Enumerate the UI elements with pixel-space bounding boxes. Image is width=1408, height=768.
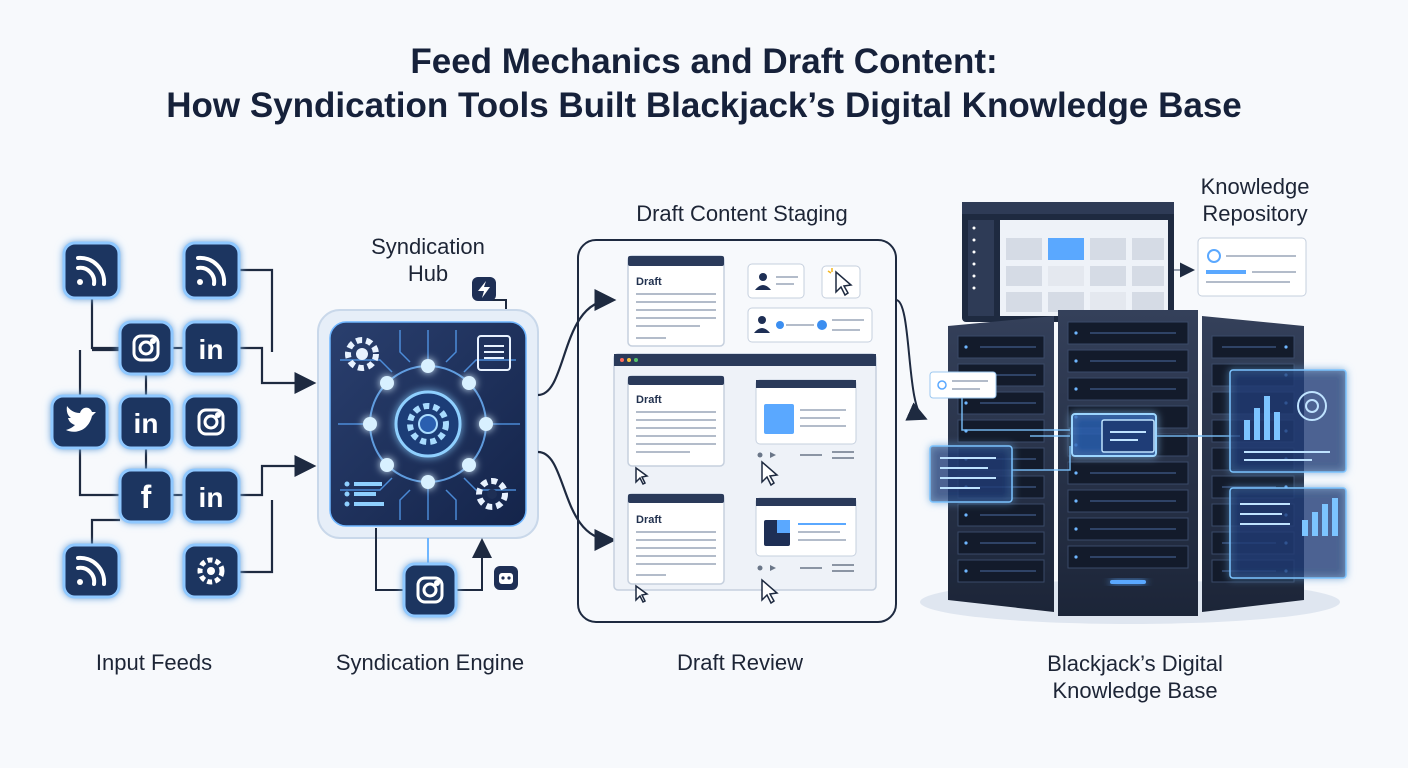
feed-linkedin-2[interactable]: in — [118, 394, 174, 450]
linkedin-icon: in — [199, 482, 224, 513]
gear-icon — [345, 337, 379, 371]
server-rack-center — [1058, 310, 1198, 616]
kb-holo-panel-center — [1071, 413, 1157, 457]
draft-to-kb-curve — [895, 299, 928, 421]
instagram-icon — [197, 408, 225, 436]
user-progress-card[interactable] — [747, 307, 873, 343]
preview-card-1[interactable] — [755, 379, 857, 445]
rss-icon — [196, 255, 227, 286]
rss-icon — [76, 555, 107, 586]
kb-dashboard-monitor[interactable] — [962, 202, 1174, 322]
cursor-icon — [635, 466, 649, 486]
bar-chart-icon — [1302, 498, 1338, 536]
user-icon — [754, 316, 770, 333]
twitter-icon — [66, 406, 96, 432]
draft-card-bottom-label: Draft — [636, 514, 662, 526]
instagram-icon — [416, 576, 444, 604]
kb-holo-panel-right-top — [1229, 369, 1347, 473]
review-cursors — [635, 460, 779, 605]
feed-rss-3[interactable] — [62, 543, 121, 599]
syndication-engine[interactable] — [317, 309, 539, 539]
lightning-badge[interactable] — [472, 277, 496, 301]
linkedin-icon: in — [134, 408, 159, 439]
robot-icon — [499, 573, 513, 584]
preview-card-2[interactable] — [755, 497, 857, 557]
cursor-icon — [761, 578, 779, 605]
engine-instagram-tile[interactable] — [402, 562, 458, 618]
knowledge-repository-label: Knowledge Repository — [1200, 174, 1310, 226]
engine-to-draft-bottom — [537, 450, 617, 551]
settings-icon — [197, 557, 225, 585]
input-feeds-label: Input Feeds — [95, 650, 213, 675]
feed-connectors — [78, 268, 317, 574]
kb-holo-panel-left — [929, 445, 1013, 503]
feed-instagram-1[interactable] — [118, 320, 174, 376]
sparkle-icon — [827, 268, 833, 274]
draft-review-label: Draft Review — [677, 650, 803, 675]
user-card[interactable] — [747, 263, 805, 299]
feed-settings[interactable] — [182, 543, 241, 599]
feed-rss-1[interactable] — [62, 241, 121, 300]
bar-chart-icon — [1244, 396, 1280, 440]
hub-list-panel — [344, 481, 384, 507]
instagram-icon — [132, 334, 160, 362]
syndication-engine-label: Syndication Engine — [335, 650, 525, 675]
engine-to-draft-top — [537, 289, 617, 397]
kb-holo-panel-left-top — [929, 371, 997, 399]
draft-card-top-label: Draft — [636, 276, 662, 288]
feed-twitter[interactable] — [50, 394, 109, 450]
core-gear-icon — [407, 403, 449, 445]
robot-badge[interactable] — [494, 566, 518, 590]
knowledge-base-label: Blackjack’s Digital Knowledge Base — [1047, 651, 1223, 703]
cursor-card[interactable] — [821, 265, 861, 299]
kb-holo-lines — [961, 398, 1240, 471]
feed-instagram-2[interactable] — [182, 394, 241, 450]
draft-card-middle-label: Draft — [636, 394, 662, 406]
engine-bottom-return — [456, 538, 492, 591]
linkedin-icon: in — [199, 334, 224, 365]
cursor-icon — [635, 584, 649, 604]
feed-facebook[interactable]: f — [118, 468, 174, 524]
knowledge-repository-card[interactable] — [1197, 237, 1307, 297]
kb-holo-panel-right-bottom — [1229, 487, 1347, 579]
review-controls — [757, 451, 854, 572]
user-icon — [755, 273, 771, 290]
draft-card-middle[interactable] — [627, 375, 725, 467]
title-line-1: Feed Mechanics and Draft Content: — [410, 42, 998, 81]
gear-icon — [476, 478, 508, 510]
cursor-icon — [761, 460, 779, 487]
engine-bottom-loop — [375, 528, 404, 591]
draft-card-top[interactable] — [627, 255, 725, 347]
title-line-2: How Syndication Tools Built Blackjack’s … — [166, 86, 1242, 125]
cursor-icon — [835, 270, 853, 297]
feed-rss-2[interactable] — [182, 241, 241, 300]
draft-card-bottom[interactable] — [627, 493, 725, 585]
feed-linkedin-1[interactable]: in — [182, 320, 241, 376]
page-title: Feed Mechanics and Draft Content: How Sy… — [0, 40, 1408, 128]
feed-linkedin-3[interactable]: in — [182, 468, 241, 524]
hub-nodes — [363, 359, 493, 489]
facebook-icon: f — [141, 479, 152, 515]
draft-staging-label: Draft Content Staging — [636, 201, 848, 226]
lightning-icon — [478, 281, 490, 298]
syndication-hub-label: Syndication Hub — [371, 234, 485, 286]
hub-doc-panel — [477, 335, 511, 371]
rss-icon — [76, 255, 107, 286]
